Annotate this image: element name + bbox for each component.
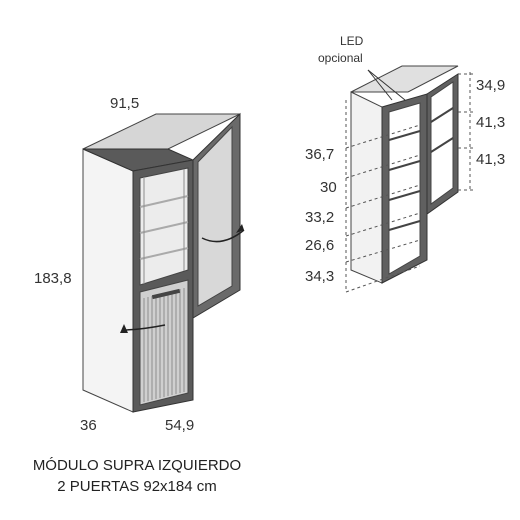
right-dim-3: 41,3 bbox=[476, 151, 505, 168]
height-label: 183,8 bbox=[34, 270, 72, 287]
side-cabinet bbox=[350, 65, 459, 284]
side-upper-interior bbox=[430, 81, 454, 205]
front-cabinet bbox=[82, 112, 245, 413]
right-dim-1: 34,9 bbox=[476, 77, 505, 94]
depth-label: 36 bbox=[80, 417, 97, 434]
left-dim-3: 33,2 bbox=[305, 209, 334, 226]
door-width-label: 54,9 bbox=[165, 417, 194, 434]
left-dim-4: 26,6 bbox=[305, 237, 334, 254]
side-left-panel bbox=[350, 91, 383, 284]
open-door-panel bbox=[197, 125, 233, 307]
left-dim-5: 34,3 bbox=[305, 268, 334, 285]
caption-line1: MÓDULO SUPRA IZQUIERDO bbox=[33, 457, 241, 474]
cabinet-left-side bbox=[82, 148, 134, 413]
side-interior bbox=[388, 102, 421, 275]
open-arrow-right bbox=[201, 229, 245, 243]
width-label: 91,5 bbox=[110, 95, 139, 112]
side-top bbox=[350, 65, 459, 93]
led-label-line2: opcional bbox=[318, 51, 363, 65]
right-dim-2: 41,3 bbox=[476, 114, 505, 131]
left-dim-guides bbox=[345, 100, 421, 293]
left-dim-2: 30 bbox=[320, 179, 337, 196]
right-dim-guides bbox=[458, 72, 476, 191]
caption-line2: 2 PUERTAS 92x184 cm bbox=[57, 478, 217, 495]
led-label-line1: LED bbox=[340, 34, 364, 48]
door-handle bbox=[151, 288, 181, 300]
left-dim-1: 36,7 bbox=[305, 146, 334, 163]
